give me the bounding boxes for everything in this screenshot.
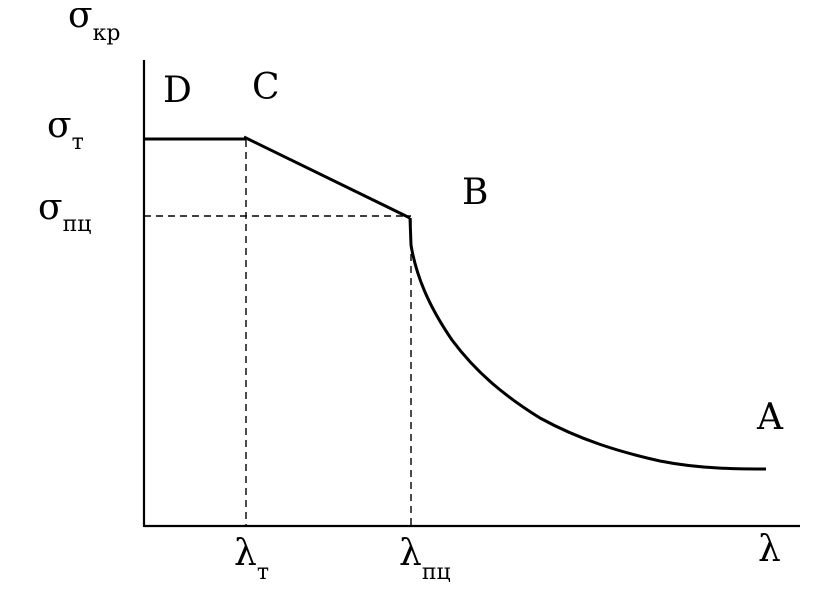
sigma-t-label: σт xyxy=(47,105,84,155)
lambda-t-label: λт xyxy=(234,533,269,585)
lambda-pc-symbol: λ xyxy=(399,533,422,574)
y-axis-label: σкр xyxy=(68,0,120,46)
point-a-label: A xyxy=(756,397,784,438)
point-d-label: D xyxy=(163,70,192,111)
segment-cb xyxy=(243,135,411,220)
y-axis-subscript: кр xyxy=(93,21,121,46)
sigma-pc-label: σпц xyxy=(38,187,91,237)
sigma-t-subscript: т xyxy=(72,130,84,155)
point-b-label: B xyxy=(462,172,488,213)
lambda-t-symbol: λ xyxy=(234,533,257,574)
y-axis-symbol: σ xyxy=(68,0,93,36)
lambda-pc-label: λпц xyxy=(399,533,451,585)
point-c-label: C xyxy=(252,67,280,108)
lambda-pc-subscript: пц xyxy=(422,560,451,585)
segment-ba-euler-curve xyxy=(408,217,767,471)
x-axis-label: λ xyxy=(758,529,781,570)
lambda-t-subscript: т xyxy=(257,560,269,585)
sigma-t-symbol: σ xyxy=(47,105,72,146)
sigma-pc-subscript: пц xyxy=(63,212,92,237)
sigma-pc-symbol: σ xyxy=(38,187,63,228)
